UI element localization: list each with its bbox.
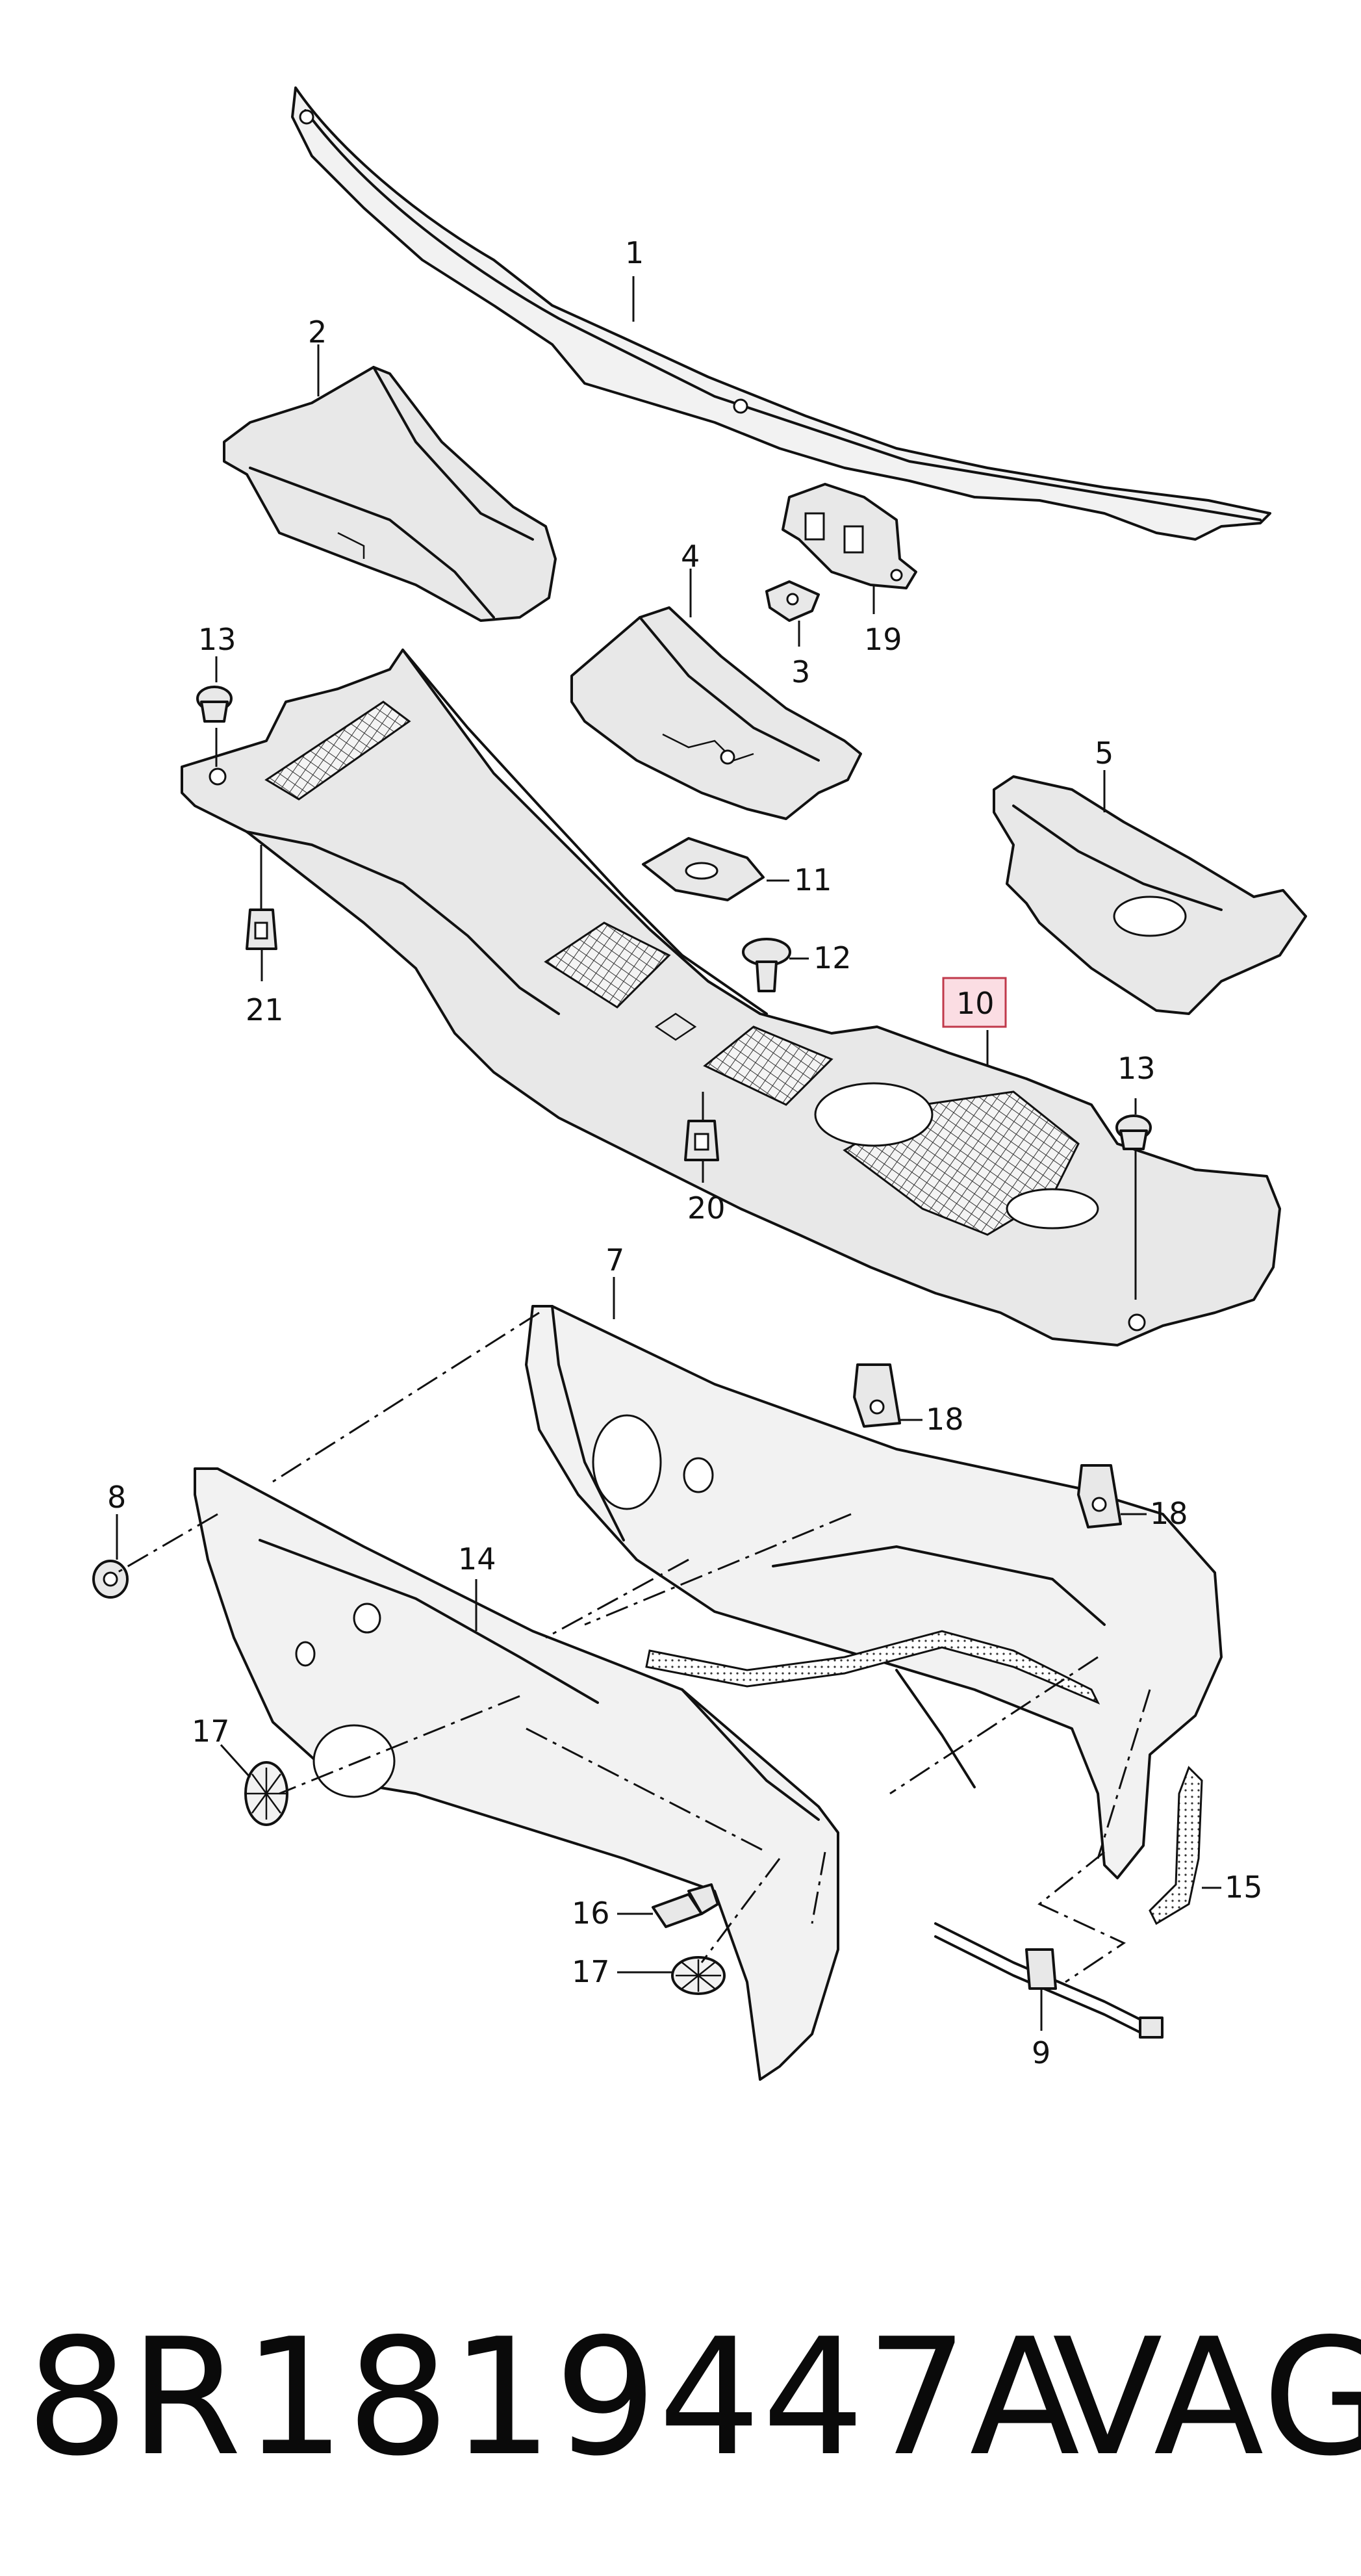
- callout-2: 2: [308, 315, 327, 350]
- part-14-bulkhead-panel: [194, 1467, 839, 2081]
- part-2-water-deflector: [223, 366, 557, 622]
- callout-21: 21: [246, 992, 284, 1027]
- callout-18-lower: 18: [1150, 1496, 1188, 1531]
- callout-7: 7: [605, 1243, 624, 1278]
- part-19-bracket: [782, 483, 917, 589]
- callout-19: 19: [864, 622, 902, 657]
- part-10-plenum-cover: [181, 649, 1281, 1346]
- leader-lines: [116, 276, 1221, 2031]
- callout-5: 5: [1095, 736, 1113, 771]
- part-17-clip-upper: [244, 1761, 288, 1826]
- parts-exploded-diagram: 1 2 4 19 3 13 5 11 12 21 10 13 20 7 18 8…: [92, 86, 1307, 2081]
- callout-11: 11: [794, 862, 832, 897]
- part-13-clip-left: [196, 686, 233, 723]
- callout-3: 3: [791, 654, 810, 689]
- callout-17-upper: 17: [192, 1714, 230, 1749]
- callout-20: 20: [687, 1191, 726, 1226]
- callout-13-right: 13: [1117, 1051, 1156, 1086]
- part-15-seal: [1149, 1766, 1203, 1926]
- part-5-cover: [993, 775, 1307, 1015]
- callout-14: 14: [458, 1541, 496, 1577]
- part-number-footer: 8R1819447A VAG: [26, 2300, 1361, 2495]
- foam-seal-strip: [645, 1630, 1100, 1705]
- part-17-clip-lower: [671, 1956, 726, 1995]
- callout-10: 10: [956, 986, 995, 1021]
- callout-labels: 1 2 4 19 3 13 5 11 12 21 10 13 20 7 18 8…: [107, 235, 1263, 2070]
- highlighted-callout-box: [942, 977, 1007, 1028]
- part-13-clip-right: [1115, 1114, 1152, 1150]
- part-4-cover: [570, 606, 862, 820]
- brand-label: VAG: [1052, 2304, 1361, 2492]
- part-21-clip: [246, 908, 277, 950]
- callout-9: 9: [1032, 2035, 1050, 2070]
- callout-16: 16: [572, 1896, 610, 1931]
- callout-4: 4: [681, 539, 700, 574]
- part-11-clip: [642, 837, 765, 901]
- part-1-trim-strip: [291, 86, 1271, 541]
- part-8-nut: [92, 1560, 129, 1599]
- part-20-clip: [684, 1120, 719, 1161]
- part-7-bulkhead-panel: [525, 1305, 1223, 1879]
- callout-18-upper: 18: [926, 1402, 964, 1437]
- part-16-bolt: [652, 1883, 719, 1928]
- part-3-clip-nut: [765, 580, 820, 622]
- callout-8: 8: [107, 1480, 126, 1515]
- callout-15: 15: [1225, 1870, 1263, 1905]
- callout-12: 12: [813, 940, 852, 975]
- part-12-push-rivet: [742, 938, 791, 992]
- callout-17-lower: 17: [572, 1954, 610, 1989]
- callout-1: 1: [625, 235, 644, 270]
- part-9-cable-tie: [934, 1922, 1164, 2039]
- part-18-clip-lower: [1077, 1464, 1122, 1528]
- part-number-code: 8R1819447A: [26, 2304, 1082, 2492]
- assembly-lines: [116, 1311, 1151, 1983]
- callout-13-left: 13: [198, 622, 236, 657]
- part-18-clip-upper: [853, 1363, 901, 1428]
